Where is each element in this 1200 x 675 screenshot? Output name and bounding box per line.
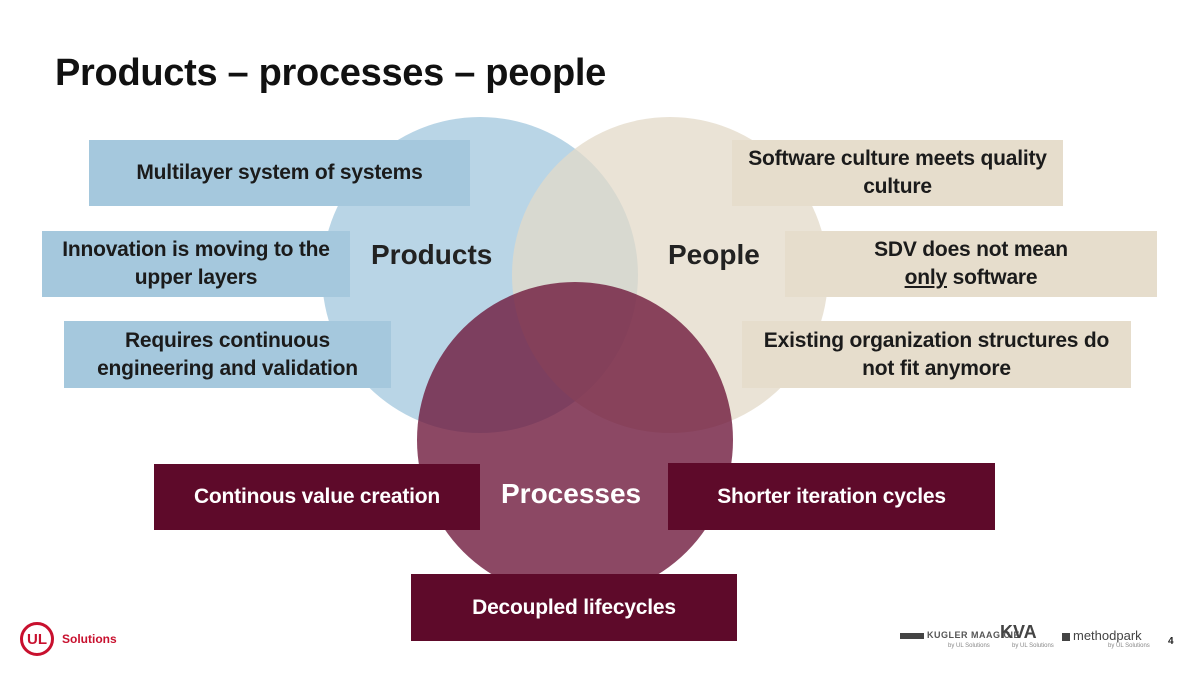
people-label: People <box>668 239 760 270</box>
products-box-text: Requires continuous engineering and vali… <box>97 328 358 380</box>
ul-logo-icon: UL <box>20 622 54 656</box>
process-box-text: Continous value creation <box>193 485 441 508</box>
process-box-value: Continous value creation <box>154 464 480 530</box>
kugler-maag-mark-icon <box>900 632 924 639</box>
kugler-maag-logo: KUGLER MAAG CIE <box>900 630 1020 640</box>
kva-sub: by UL Solutions <box>1012 643 1054 649</box>
methodpark-logo: methodpark <box>1062 628 1142 643</box>
people-box-line2: only software <box>905 264 1038 292</box>
processes-circle <box>417 282 733 598</box>
people-box-rest: software <box>946 266 1038 289</box>
people-box-line1: SDV does not mean <box>874 238 1068 261</box>
methodpark-text: methodpark <box>1073 628 1142 643</box>
methodpark-mark-icon <box>1062 632 1070 641</box>
processes-label: Processes <box>501 478 642 509</box>
people-box-organization: Existing organization structures do not … <box>742 321 1131 388</box>
process-box-lifecycles: Decoupled lifecycles <box>411 574 737 641</box>
products-box-innovation: Innovation is moving to the upper layers <box>42 231 350 297</box>
people-box-emphasis: only <box>904 266 948 289</box>
products-label: Products <box>371 239 493 270</box>
methodpark-sub: by UL Solutions <box>1108 643 1150 649</box>
ul-solutions-logo: Solutions <box>62 632 117 646</box>
kva-logo: KVA <box>1000 622 1037 642</box>
people-box-sdv: SDV does not mean only software <box>785 231 1157 297</box>
kugler-maag-text: KUGLER MAAG CIE <box>927 630 1020 640</box>
process-box-iteration: Shorter iteration cycles <box>668 463 995 530</box>
kugler-maag-sub: by UL Solutions <box>948 643 990 649</box>
process-box-text: Shorter iteration cycles <box>717 484 946 508</box>
products-box-continuous: Requires continuous engineering and vali… <box>64 321 391 388</box>
slide-title: Products – processes – people <box>55 52 606 94</box>
people-box-culture: Software culture meets quality culture <box>732 140 1063 206</box>
products-box-multilayer: Multilayer system of systems <box>89 140 470 206</box>
people-box-text: Existing organization structures do not … <box>763 328 1110 380</box>
process-box-text: Decoupled lifecycles <box>472 595 676 619</box>
products-box-text: Multilayer system of systems <box>136 161 423 184</box>
page-number: 4 <box>1168 636 1174 647</box>
people-box-text: Software culture meets quality culture <box>748 147 1047 198</box>
products-box-text: Innovation is moving to the upper layers <box>62 238 330 289</box>
